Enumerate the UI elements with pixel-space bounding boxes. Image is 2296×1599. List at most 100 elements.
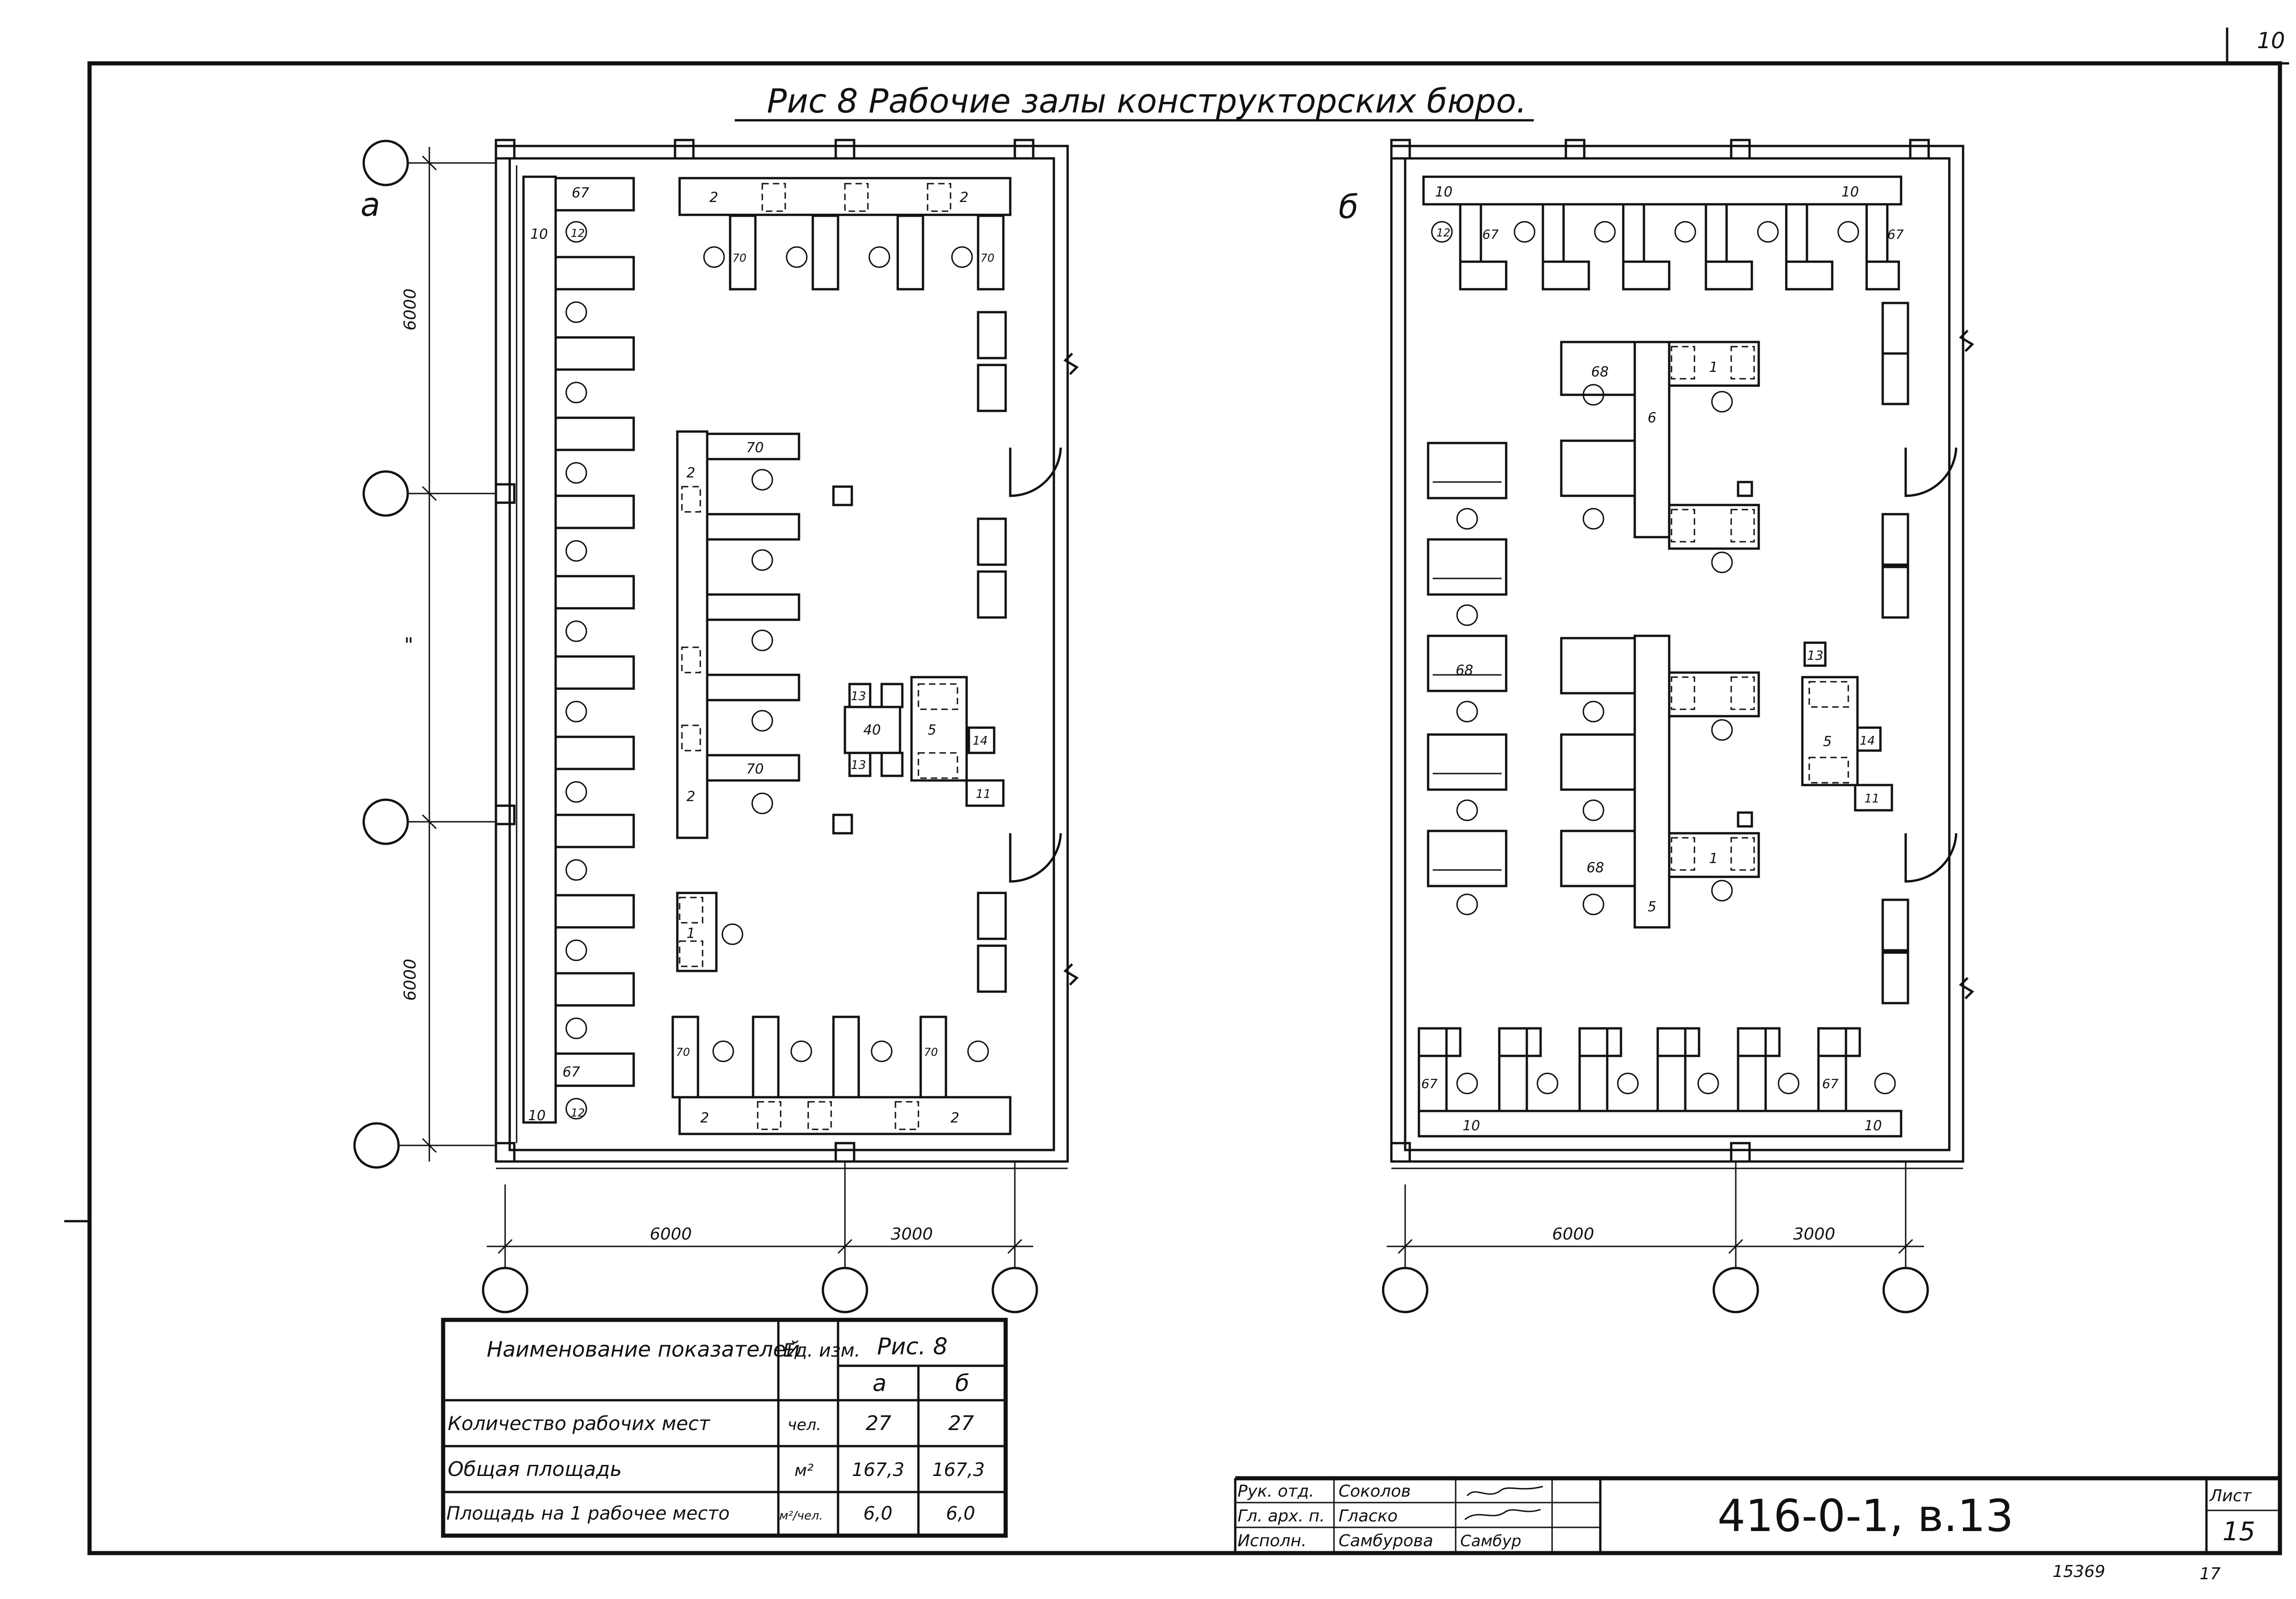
corner-number: 10	[2257, 28, 2285, 54]
a-label-2-mid-top: 2	[687, 465, 695, 481]
signature-executor: Самбур	[1460, 1532, 1521, 1550]
a-label-2-bottom-right: 2	[951, 1110, 959, 1126]
a-label-11: 11	[976, 787, 991, 801]
b-label-6: 6	[1648, 410, 1656, 426]
plan-b-top-desks	[1422, 175, 1909, 1004]
plan-a-dim-h2: 3000	[891, 1225, 933, 1244]
plan-b-walls	[1390, 139, 1975, 1169]
a-label-14: 14	[973, 734, 988, 748]
a-label-2-bottom-left: 2	[700, 1110, 709, 1126]
plan-a-axes	[353, 140, 1038, 1313]
b-label-68-mid: 68	[1456, 662, 1473, 679]
a-label-13-top: 13	[851, 690, 866, 703]
table-row-2-unit: м²	[794, 1461, 814, 1480]
a-label-2-top-right: 2	[960, 190, 968, 206]
role-head-of-dept: Рук. отд.	[1238, 1482, 1314, 1501]
a-label-40: 40	[863, 722, 881, 738]
a-label-13-bottom: 13	[851, 758, 866, 772]
a-label-12-bottom: 12	[571, 1106, 585, 1119]
table-row-2-b: 167,3	[932, 1459, 985, 1481]
b-label-68-bottom: 68	[1587, 860, 1604, 876]
a-label-70-mid-bottom: 70	[746, 761, 764, 777]
a-label-70-top-b: 70	[980, 252, 995, 264]
table-row-3-a: 6,0	[863, 1503, 893, 1524]
b-label-67-top-left: 67	[1482, 227, 1499, 242]
plan-b-label: б	[1339, 188, 1358, 226]
a-label-10-bottom: 10	[528, 1108, 546, 1124]
table-row-1-b: 27	[948, 1412, 974, 1435]
name-head-of-dept: Соколов	[1339, 1482, 1411, 1501]
b-label-67-bottom-left: 67	[1421, 1076, 1438, 1091]
b-label-68-top: 68	[1591, 364, 1609, 380]
plan-a	[353, 139, 1079, 1313]
b-label-10-bottom-left: 10	[1463, 1118, 1480, 1134]
plan-a-left-desks	[522, 175, 635, 1124]
table-header-name: Наименование показателей	[487, 1337, 800, 1362]
table-row-1-unit: чел.	[788, 1416, 822, 1434]
a-label-70-top-a: 70	[732, 252, 747, 264]
indicators-table	[441, 1318, 1008, 1538]
b-label-5-right: 5	[1823, 734, 1832, 750]
sheet-number: 15	[2223, 1517, 2255, 1547]
plan-a-dim-v1: 6000	[401, 288, 420, 331]
plan-a-top-desks	[678, 177, 1012, 993]
plan-b-axes	[1382, 1161, 1929, 1313]
inventory-number: 15369	[2053, 1562, 2105, 1581]
a-label-5: 5	[928, 722, 936, 738]
plan-a-ditto: "	[404, 634, 413, 657]
plan-b-dim-h1: 6000	[1552, 1225, 1594, 1244]
table-row-1-a: 27	[866, 1412, 891, 1435]
stamp-code: 416-0-1, в.13	[1717, 1490, 2014, 1542]
b-label-12: 12	[1436, 226, 1451, 239]
a-label-10-top: 10	[530, 226, 548, 242]
plan-b-center-desks	[1560, 341, 1893, 929]
a-label-70-mid-top: 70	[746, 440, 764, 456]
a-label-67-bottom: 67	[563, 1064, 580, 1080]
a-label-2-top-left: 2	[709, 190, 718, 206]
a-label-1: 1	[687, 926, 695, 942]
plan-b	[1382, 139, 1975, 1313]
plan-b-left-desks	[1427, 442, 1508, 915]
table-col-b: б	[955, 1370, 969, 1397]
table-col-a: а	[872, 1370, 887, 1397]
b-label-1-bottom: 1	[1709, 851, 1718, 867]
plan-a-middle-desks	[676, 430, 1005, 972]
plan-a-walls	[495, 139, 1079, 1169]
plan-b-bottom-desks	[1418, 1027, 1902, 1138]
role-chief-architect: Гл. арх. п.	[1238, 1507, 1325, 1526]
bottom-corner-number: 17	[2200, 1565, 2221, 1583]
plan-a-dim-v2: 6000	[401, 959, 420, 1001]
b-label-10-top-right: 10	[1841, 184, 1859, 200]
table-row-2-a: 167,3	[852, 1459, 905, 1481]
table-row-1-name: Количество рабочих мест	[448, 1412, 711, 1435]
b-label-1-top: 1	[1709, 359, 1718, 376]
b-label-67-bottom-right: 67	[1822, 1076, 1839, 1091]
table-row-2-name: Общая площадь	[448, 1458, 622, 1481]
b-label-14: 14	[1860, 734, 1875, 748]
sheet-frame	[64, 28, 2289, 1555]
table-row-3-b: 6,0	[946, 1503, 975, 1524]
b-label-10-bottom-right: 10	[1864, 1118, 1882, 1134]
table-header-unit: Ед. изм.	[783, 1340, 861, 1361]
plan-a-bottom-desks	[671, 1016, 1012, 1135]
a-label-67-top: 67	[572, 185, 589, 201]
table-header-fig: Рис. 8	[877, 1333, 948, 1360]
plan-b-dim-h2: 3000	[1793, 1225, 1835, 1244]
b-label-13: 13	[1807, 648, 1823, 663]
plan-a-label: а	[360, 186, 380, 224]
a-label-70-bottom-b: 70	[924, 1046, 938, 1059]
drawing-title: Рис 8 Рабочие залы конструкторских бюро.	[767, 82, 1527, 120]
table-row-3-name: Площадь на 1 рабочее место	[446, 1503, 730, 1524]
name-chief-architect: Гласко	[1339, 1507, 1398, 1526]
table-row-3-unit: м²/чел.	[779, 1509, 823, 1523]
b-label-67-top-right: 67	[1887, 227, 1904, 242]
title-block	[1234, 1476, 2280, 1553]
a-label-12-top: 12	[571, 227, 585, 240]
b-label-11: 11	[1864, 792, 1880, 806]
role-executor: Исполн.	[1238, 1532, 1306, 1550]
sheet-label: Лист	[2209, 1487, 2252, 1505]
plan-a-dim-h1: 6000	[650, 1225, 692, 1244]
a-label-2-mid-bottom: 2	[687, 789, 695, 805]
b-label-10-top-left: 10	[1435, 184, 1452, 200]
